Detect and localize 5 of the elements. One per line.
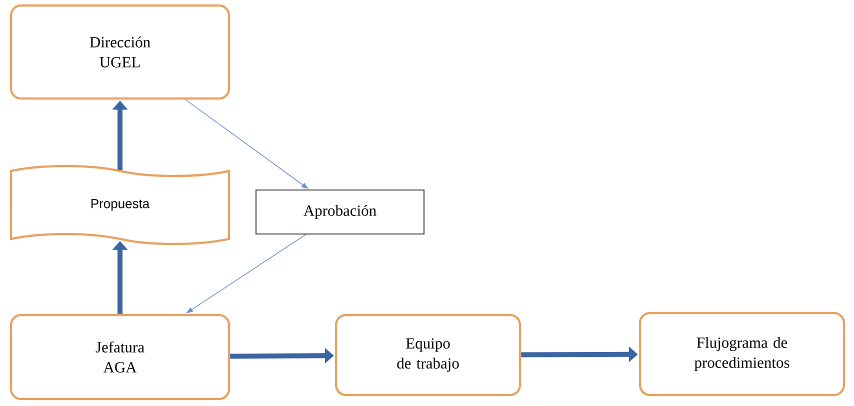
process-box: Jefatura AGA — [10, 314, 230, 400]
process-box: Equipo de trabajo — [334, 314, 522, 396]
process-box: Flujograma de procedimientos — [638, 312, 846, 396]
process-box: Aprobación — [256, 190, 424, 234]
process-box: Dirección UGEL — [10, 4, 230, 100]
